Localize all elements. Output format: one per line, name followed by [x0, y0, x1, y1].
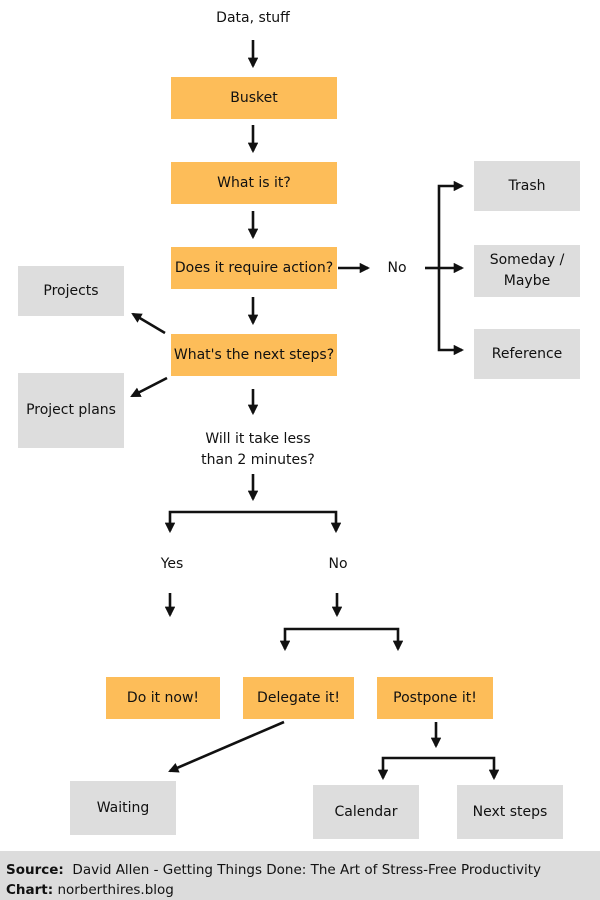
bracket-delegate-postpone: [279, 627, 404, 652]
arrow-to-project-plans: [130, 376, 168, 398]
node-do-it-now: Do it now!: [106, 677, 220, 719]
source-line: Source: David Allen - Getting Things Don…: [6, 860, 600, 880]
source-value: David Allen - Getting Things Done: The A…: [72, 862, 542, 878]
node-next-steps-question: What's the next steps?: [171, 334, 337, 376]
node-project-plans: Project plans: [18, 373, 124, 448]
node-reference: Reference: [474, 329, 580, 379]
arrow-delegate-to-waiting: [168, 720, 285, 773]
source-label: Source:: [6, 862, 64, 878]
node-calendar: Calendar: [313, 785, 419, 839]
diagram-connectors: [130, 40, 500, 781]
node-two-minutes-question: Will it take less than 2 minutes?: [201, 431, 315, 468]
node-no-label: No: [328, 555, 348, 572]
node-trash: Trash: [474, 161, 580, 211]
chart-label: Chart:: [6, 882, 54, 898]
node-someday-maybe: Someday / Maybe: [474, 245, 580, 297]
node-projects: Projects: [18, 266, 124, 316]
chart-value: norberthires.blog: [57, 882, 174, 898]
node-yes-label: Yes: [160, 555, 184, 572]
source-footer: Source: David Allen - Getting Things Don…: [0, 851, 600, 900]
node-next-steps: Next steps: [457, 785, 563, 839]
node-busket: Busket: [171, 77, 337, 119]
node-postpone-it: Postpone it!: [377, 677, 493, 719]
arrow-to-projects: [131, 312, 166, 335]
node-delegate-it: Delegate it!: [243, 677, 354, 719]
node-data-stuff: Data, stuff: [216, 9, 290, 26]
bracket-yes-no: [164, 510, 342, 534]
node-waiting: Waiting: [70, 781, 176, 835]
bracket-calendar-nextsteps: [377, 756, 500, 781]
node-requires-action: Does it require action?: [171, 247, 337, 289]
node-what-is-it: What is it?: [171, 162, 337, 204]
node-no-branch-label: No: [387, 259, 407, 276]
chart-credit-line: Chart: norberthires.blog: [6, 880, 600, 900]
